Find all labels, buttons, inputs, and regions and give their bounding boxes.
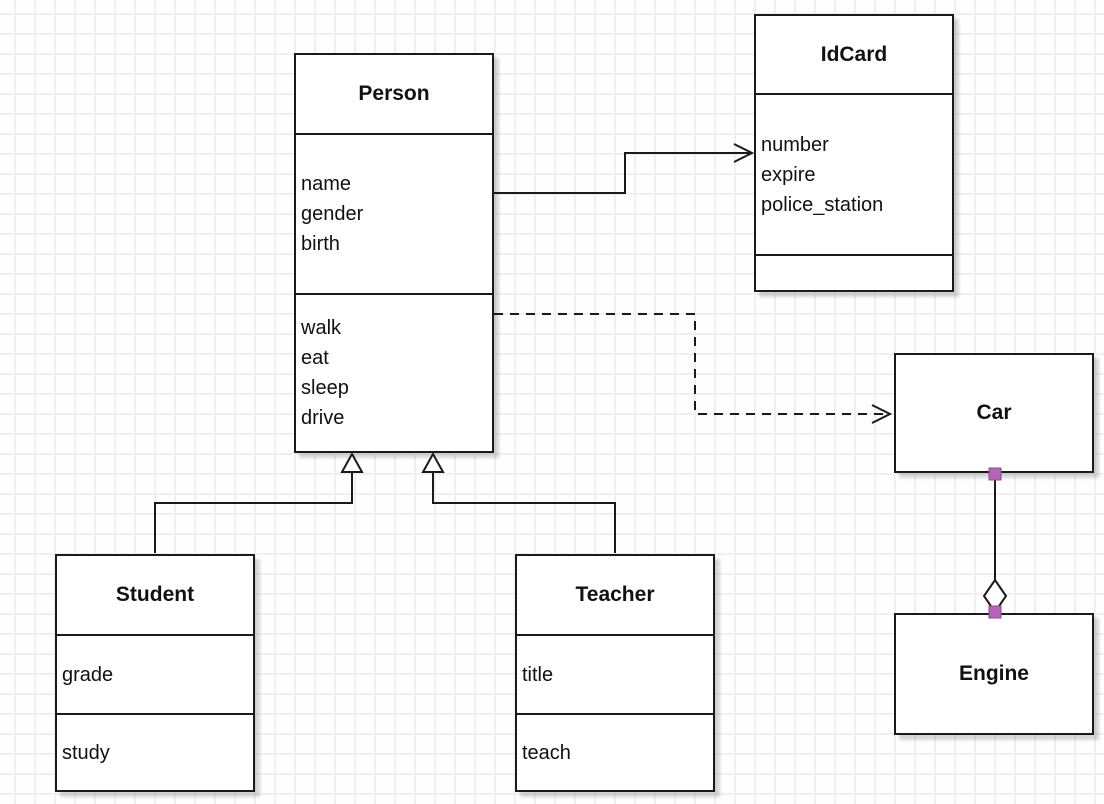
hollow-triangle-icon (340, 451, 364, 473)
method: drive (301, 407, 345, 429)
attributes-compartment: number expire police_station (756, 93, 952, 254)
open-arrowhead-icon (733, 143, 755, 163)
method: sleep (301, 377, 349, 399)
connector-association-person-idcard[interactable] (494, 143, 755, 194)
class-box-car[interactable]: Car (894, 353, 1094, 473)
methods-compartment-empty (756, 254, 952, 290)
class-box-idcard[interactable]: IdCard number expire police_station (754, 14, 954, 292)
attribute: number (761, 133, 829, 156)
class-title: Engine (958, 662, 1029, 685)
attribute: police_station (761, 193, 884, 216)
attribute: expire (761, 163, 816, 186)
attribute: name (301, 173, 352, 195)
method: walk (301, 317, 342, 339)
connector-dependency-person-car[interactable] (494, 313, 893, 424)
class-box-student[interactable]: Student grade study (55, 554, 255, 792)
method: teach (522, 741, 571, 764)
methods-compartment: study (57, 713, 253, 790)
methods-compartment: walk eat sleep drive (296, 293, 492, 451)
class-title: Teacher (575, 583, 655, 606)
class-box-engine[interactable]: Engine (894, 613, 1094, 735)
class-box-person[interactable]: Person name gender birth walk eat sleep … (294, 53, 494, 453)
attribute: gender (301, 203, 364, 225)
class-title: Student (115, 583, 195, 606)
attribute: birth (301, 233, 340, 255)
open-arrowhead-icon (871, 404, 893, 424)
connector-generalization-teacher-person[interactable] (421, 451, 616, 553)
method: study (62, 741, 110, 764)
hollow-triangle-icon (421, 451, 445, 473)
attributes-compartment: grade (57, 634, 253, 713)
attribute: grade (62, 663, 114, 686)
class-title: Car (976, 401, 1012, 424)
class-box-teacher[interactable]: Teacher title teach (515, 554, 715, 792)
methods-compartment: teach (517, 713, 713, 790)
method: eat (301, 347, 329, 369)
hollow-diamond-icon (982, 578, 1008, 614)
attributes-compartment: name gender birth (296, 133, 492, 293)
attributes-compartment: title (517, 634, 713, 713)
attribute: title (522, 663, 554, 686)
connector-generalization-student-person[interactable] (154, 451, 364, 553)
connector-aggregation-car-engine[interactable] (982, 467, 1008, 619)
class-title: IdCard (820, 42, 888, 66)
class-title: Person (358, 82, 430, 105)
